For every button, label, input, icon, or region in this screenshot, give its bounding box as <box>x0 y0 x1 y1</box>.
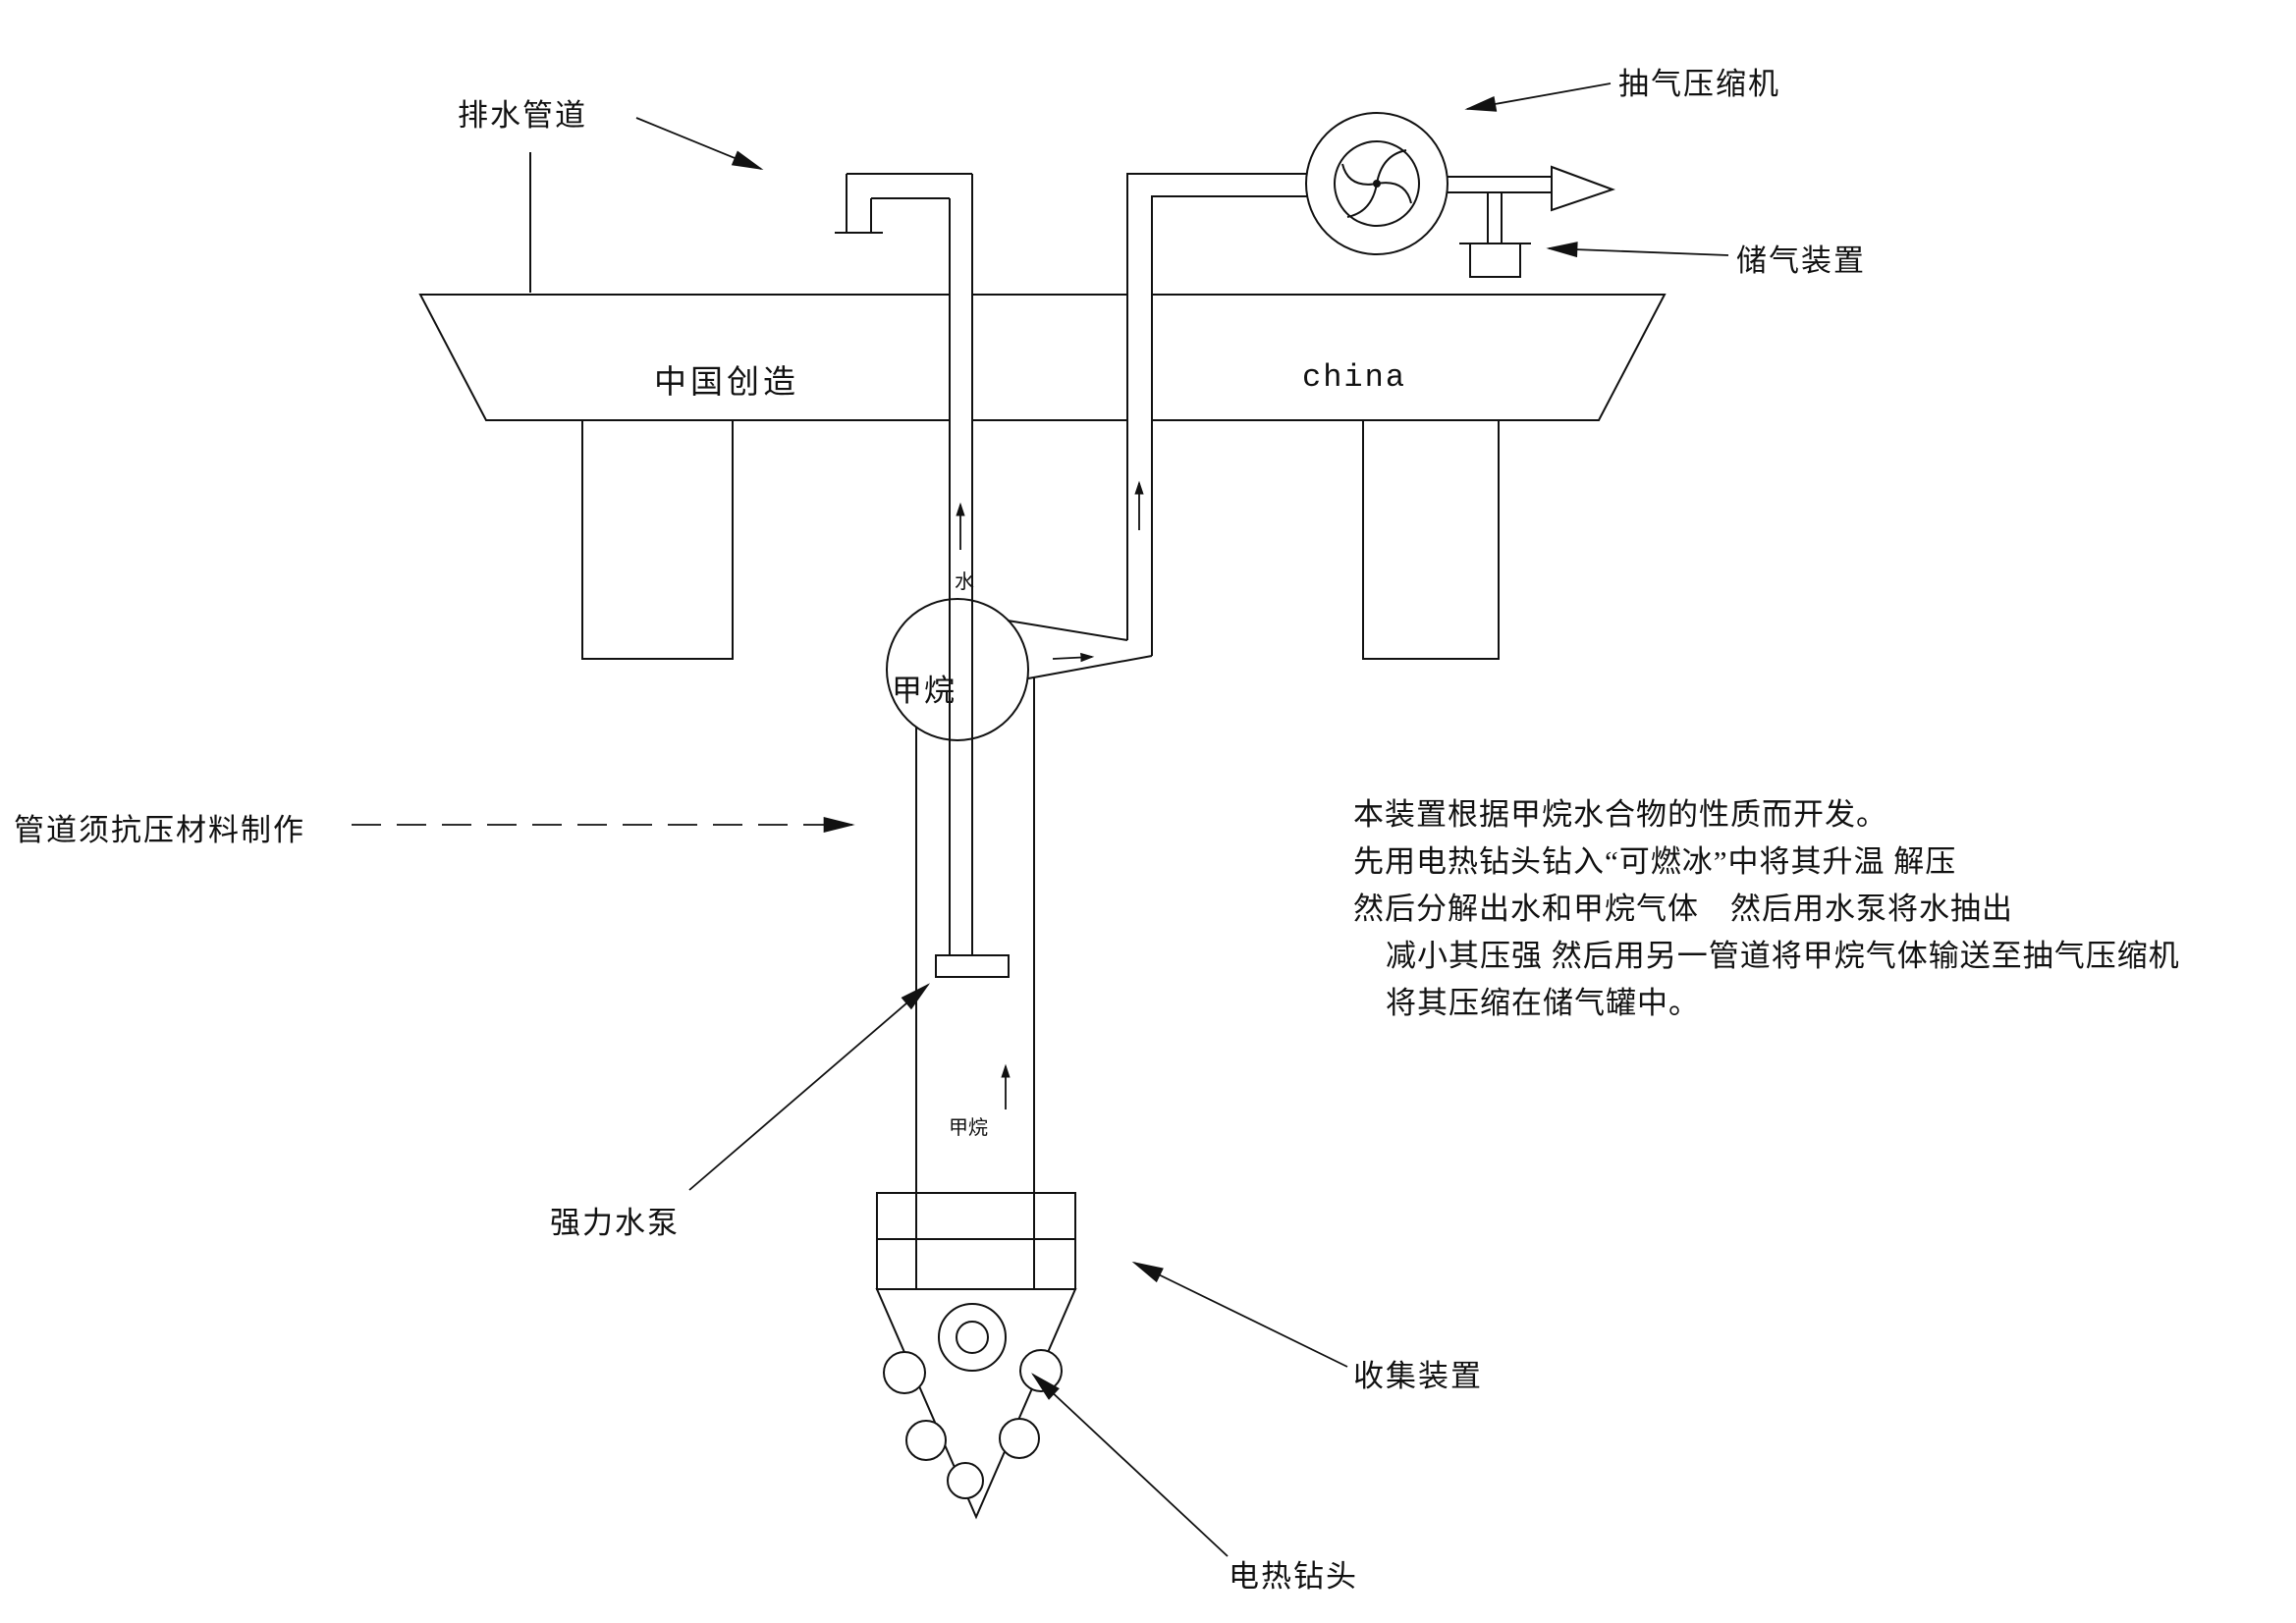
description-line: 然后分解出水和甲烷气体 然后用水泵将水抽出 <box>1353 892 2013 926</box>
drill-bit-symbol <box>875 1288 1077 1520</box>
ship-pillar-left <box>581 419 734 660</box>
chamber-label: 甲烷 <box>892 674 957 708</box>
pressure-pipe <box>915 677 1035 1193</box>
label-compressor: 抽气压缩机 <box>1618 67 1780 101</box>
gas-pipe <box>1007 173 1307 679</box>
separation-chamber <box>886 598 1029 741</box>
water-drain-pipe <box>835 173 973 955</box>
label-pipe-material: 管道须抗压材料制作 <box>14 813 305 847</box>
leader-lines <box>352 82 1729 1557</box>
description-block: 本装置根据甲烷水合物的性质而开发。 先用电热钻头钻入“可燃冰”中将其升温 解压 … <box>1353 791 2180 1027</box>
description-line: 先用电热钻头钻入“可燃冰”中将其升温 解压 <box>1353 844 1957 879</box>
gas-storage-symbol <box>1448 165 1615 278</box>
leader-drain-pipe <box>635 117 764 171</box>
label-gas-storage: 储气装置 <box>1736 243 1866 278</box>
label-water-pump: 强力水泵 <box>550 1206 680 1240</box>
methane-flow-label: 甲烷 <box>949 1117 988 1139</box>
ship-pillar-right <box>1362 419 1500 660</box>
leader-gas-storage <box>1546 242 1729 258</box>
leader-compressor <box>1464 82 1612 112</box>
description-line: 将其压缩在储气罐中。 <box>1386 986 1700 1020</box>
leader-collector <box>1131 1261 1348 1368</box>
compressor-symbol <box>1305 112 1449 255</box>
leader-water-pump <box>688 983 931 1191</box>
leader-drill <box>1031 1373 1229 1557</box>
ship-right-text: china <box>1302 359 1407 396</box>
flow-arrows <box>956 480 1144 1109</box>
label-collector: 收集装置 <box>1353 1359 1483 1393</box>
ship-hull <box>418 152 1667 660</box>
collector-symbol <box>876 1192 1076 1290</box>
description-line: 减小其压强 然后用另一管道将甲烷气体输送至抽气压缩机 <box>1386 939 2180 973</box>
description-line: 本装置根据甲烷水合物的性质而开发。 <box>1353 797 1887 832</box>
water-flow-label: 水 <box>955 571 974 593</box>
ship-left-text: 中国创造 <box>654 365 799 401</box>
label-drill: 电热钻头 <box>1229 1559 1358 1594</box>
label-drain-pipe: 排水管道 <box>458 98 587 133</box>
water-pump-symbol <box>935 954 1010 978</box>
